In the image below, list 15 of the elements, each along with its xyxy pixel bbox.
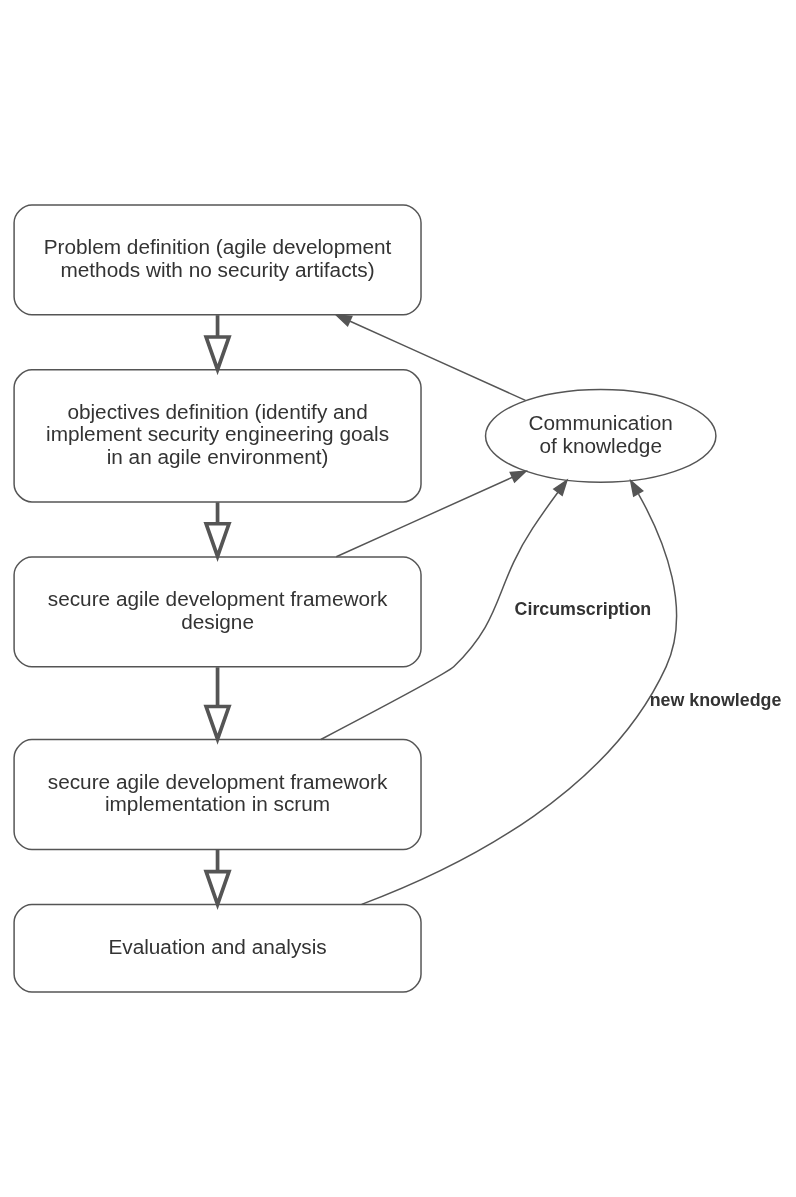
- arrow: [203, 667, 232, 745]
- arrow: [203, 849, 232, 910]
- edge-label: Circumscription: [514, 598, 652, 619]
- arrow: [360, 478, 678, 906]
- arrow: [334, 314, 527, 402]
- arrow: [203, 315, 232, 376]
- node-box: Evaluation and analysis: [13, 903, 422, 993]
- node-box: Problem definition (agile development methods with no security artifacts): [13, 204, 422, 316]
- node-box: secure agile development framework designe: [13, 556, 422, 668]
- arrow: [203, 502, 232, 563]
- edge-label: new knowledge: [649, 690, 782, 711]
- node-box: objectives definition (identify and implement security engineering goals in an agile environment): [13, 369, 422, 503]
- node-box: secure agile development framework implementation in scrum: [13, 738, 422, 851]
- arrow: [320, 478, 569, 741]
- arrow: [335, 470, 528, 558]
